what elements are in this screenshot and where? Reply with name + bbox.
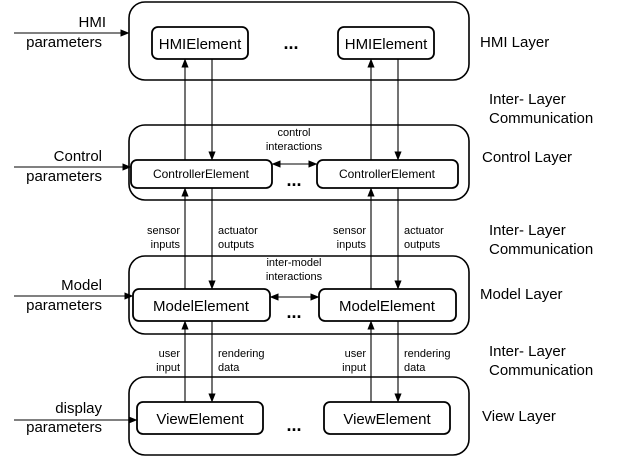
inter-model-interactions-label-line1: inter-model: [266, 257, 321, 269]
model-element-label-2: ModelElement: [339, 298, 436, 315]
hmi-element-box-1: [151, 26, 249, 60]
model-param-label-line1: Model: [61, 277, 102, 294]
inter-layer-label-1-line1: Inter- Layer: [489, 91, 566, 108]
inter-layer-label-1-line2: Communication: [489, 110, 593, 127]
actuator-outputs-label-1-line1: actuator: [218, 225, 258, 237]
user-input-label-1-line2: input: [156, 362, 180, 374]
inter-layer-label-3-line2: Communication: [489, 362, 593, 379]
view-element-label-1: ViewElement: [156, 411, 244, 428]
sensor-inputs-label-1-line2: inputs: [151, 239, 181, 251]
hmi-param-label-line1: HMI: [79, 14, 107, 31]
view-param-label-line1: display: [55, 400, 102, 417]
hmi-layer-box: [128, 1, 470, 81]
model-element-box-1: [132, 288, 271, 322]
sensor-inputs-label-1-line1: sensor: [147, 225, 180, 237]
controller-ellipsis: ...: [286, 170, 301, 190]
view-layer-box: [128, 376, 470, 456]
actuator-outputs-label-2-line1: actuator: [404, 225, 444, 237]
inter-model-interactions-label-line2: interactions: [266, 271, 323, 283]
hmi-param-label-line2: parameters: [26, 34, 102, 51]
actuator-outputs-label-2-line2: outputs: [404, 239, 441, 251]
controller-element-box-2: [316, 159, 459, 189]
user-input-label-1-line1: user: [159, 348, 181, 360]
inter-layer-label-2-line1: Inter- Layer: [489, 222, 566, 239]
control-layer-box: [128, 124, 470, 201]
view-layer-label: View Layer: [482, 408, 556, 425]
hmi-layer: HMIElement HMIElement ... HMI Layer HMI …: [14, 1, 549, 81]
model-element-box-2: [318, 288, 457, 322]
model-element-label-1: ModelElement: [153, 298, 250, 315]
rendering-data-label-2-line1: rendering: [404, 348, 450, 360]
control-layer: ControllerElement ControllerElement ... …: [14, 124, 572, 201]
rendering-data-label-1-line1: rendering: [218, 348, 264, 360]
control-param-label-line1: Control: [54, 148, 102, 165]
model-layer-label: Model Layer: [480, 286, 563, 303]
model-ellipsis: ...: [286, 302, 301, 322]
rendering-data-label-1-line2: data: [218, 362, 240, 374]
control-layer-label: Control Layer: [482, 149, 572, 166]
control-interactions-label-line1: control: [277, 127, 310, 139]
view-element-box-2: [323, 401, 451, 435]
controller-element-label-1: ControllerElement: [153, 167, 250, 181]
hmi-element-label-2: HMIElement: [345, 36, 428, 53]
view-element-label-2: ViewElement: [343, 411, 431, 428]
hmi-layer-label: HMI Layer: [480, 34, 549, 51]
view-param-label-line2: parameters: [26, 419, 102, 436]
model-param-label-line2: parameters: [26, 297, 102, 314]
hmi-ellipsis: ...: [283, 33, 298, 53]
sensor-inputs-label-2-line1: sensor: [333, 225, 366, 237]
hmi-element-box-2: [337, 26, 435, 60]
controller-element-box-1: [130, 159, 273, 189]
inter-layer-label-3-line1: Inter- Layer: [489, 343, 566, 360]
sensor-inputs-label-2-line2: inputs: [337, 239, 367, 251]
model-layer: ModelElement ModelElement ... inter-mode…: [14, 255, 563, 335]
actuator-outputs-label-1-line2: outputs: [218, 239, 255, 251]
control-param-label-line2: parameters: [26, 168, 102, 185]
view-layer: ViewElement ViewElement ... View Layer d…: [14, 376, 556, 456]
view-ellipsis: ...: [286, 415, 301, 435]
rendering-data-label-2-line2: data: [404, 362, 426, 374]
control-interactions-label-line2: interactions: [266, 141, 323, 153]
user-input-label-2-line1: user: [345, 348, 367, 360]
inter-layer-label-2-line2: Communication: [489, 241, 593, 258]
user-input-label-2-line2: input: [342, 362, 366, 374]
controller-element-label-2: ControllerElement: [339, 167, 436, 181]
hmi-element-label-1: HMIElement: [159, 36, 242, 53]
